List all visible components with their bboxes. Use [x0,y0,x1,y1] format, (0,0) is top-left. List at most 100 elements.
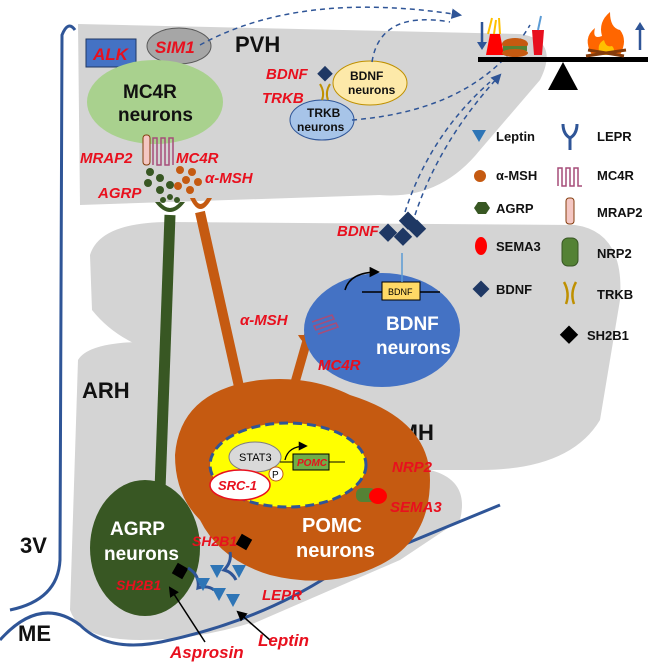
alk-label: ALK [92,45,130,64]
phospho-label: P [272,470,279,481]
down-arrow-icon [477,22,487,50]
trkb-receptor-icon [562,281,578,305]
lepr-receptors [187,551,238,592]
lepr-receptor-icon [561,123,579,150]
mc4r-neurons [87,60,223,144]
agrp-terminal-vesicles [160,194,180,203]
bdnf-pvh-label-2: neurons [348,83,396,97]
food-icon [486,15,544,57]
asprosin-arrow [168,586,206,643]
sh2b1-square-pomc [235,533,253,551]
sema3-label: SEMA3 [390,499,442,516]
bdnf-pvh-loop-arrow [371,19,451,63]
sh2b1-agrp-label: SH2B1 [116,577,161,593]
bdnf-vmh-output-arrow-1 [414,73,502,216]
amsh-peptides-pvh [174,166,202,194]
legend-amsh: α-MSH [496,168,537,183]
pomc-neurons-label-1: POMC [302,515,362,537]
bdnf-pvh-neurons [332,60,408,106]
mc4r-neurons-label-2: neurons [118,105,193,126]
balance-beam [478,57,648,62]
trkb-neurons-label-2: neurons [297,120,345,134]
legend-agrp: AGRP [496,201,534,216]
mc4r-output-arrow [199,6,463,46]
agrp-pvh-label: AGRP [97,185,142,202]
arh-label: ARH [82,378,130,403]
mrap2-icon [565,197,575,225]
mc4r-receptor-vmh [311,314,340,335]
mc4r-vmh-label: MC4R [318,357,361,374]
mrap2-label: MRAP2 [80,150,133,167]
mrap2-rod [142,134,151,166]
leptin-arrow [236,610,271,641]
agrp-neurons [90,480,200,616]
pvh-label: PVH [235,32,280,57]
legend: Leptin α-MSH AGRP SEMA3 BDNF LEPR MC4R M… [472,123,643,344]
pomc-gene-arrow [284,441,308,461]
legend-sema3: SEMA3 [496,239,541,254]
bdnf-pvh-label-1: BDNF [350,69,383,83]
legend-bdnf: BDNF [496,282,532,297]
agrp-neurons-label-2: neurons [104,544,179,565]
nrp2-icon [561,237,579,267]
bdnf-vmh-neurons [304,273,460,387]
trkb-neurons-label-1: TRKB [307,106,341,120]
amsh-axon-terminal [190,198,212,209]
sh2b1-square-agrp [171,562,189,580]
up-arrow-icon [635,22,645,50]
bdnf-diamond-icon [472,280,490,298]
leptin-triangles [196,565,246,607]
third-ventricle-label: 3V [20,533,47,558]
sema3-oval [369,488,387,504]
src1-oval [209,469,271,501]
amsh-pvh-label: α-MSH [205,170,254,187]
bdnf-vmh-output-arrow-2 [404,81,491,213]
fire-icon [585,12,627,58]
leptin-triangle-icon [472,130,486,142]
bdnf-gene-arrow [344,266,381,291]
bdnf-vmh-label-2: neurons [376,338,451,359]
trkb-red-label: TRKB [262,90,304,107]
legend-nrp2: NRP2 [597,246,632,261]
mc4r-receptor-icon [557,167,582,187]
alk-box [85,38,137,68]
agrp-axon-terminal [155,202,185,212]
phospho-circle [268,466,284,482]
balance-fulcrum [548,62,578,90]
asprosin-label: Asprosin [169,643,244,662]
bdnf-vmh-label-1: BDNF [386,314,439,335]
mc4r-pvh-label: MC4R [176,150,219,167]
trkb-output-arrow [351,24,531,121]
bdnf-gene-label: BDNF [388,287,413,297]
bdnf-pvh-red-label: BDNF [266,66,308,83]
sh2b1-square-icon [559,325,579,344]
pomc-gene-box [292,453,330,471]
legend-lepr: LEPR [597,129,632,144]
legend-mc4r: MC4R [597,168,634,183]
amsh-dot-icon [474,170,486,182]
agrp-hexagon-icon [474,202,490,214]
legend-leptin: Leptin [496,129,535,144]
bdnf-gene-box [381,281,421,301]
nrp2-label: NRP2 [392,459,433,476]
agrp-neurons-label-1: AGRP [110,519,165,540]
mc4r-neurons-label-1: MC4R [123,82,177,103]
sema3-oval-icon [475,237,487,255]
median-eminence-curve [0,503,501,647]
lepr-label: LEPR [262,587,302,604]
sim1-label: SIM1 [155,38,195,57]
sh2b1-pomc-label: SH2B1 [192,533,237,549]
pomc-neurons-label-2: neurons [296,540,375,562]
trkb-receptor-pvh [319,83,331,101]
bdnf-release-label: BDNF [337,223,379,240]
amsh-vmh-label: α-MSH [240,312,289,329]
pomc-axon-pvh [195,210,247,402]
median-eminence-label: ME [18,621,51,646]
leptin-label: Leptin [258,631,309,650]
legend-sh2b1: SH2B1 [587,328,629,343]
pomc-gene-label: POMC [297,458,328,469]
agrp-peptides-pvh [144,168,174,194]
agrp-axon [154,214,176,491]
